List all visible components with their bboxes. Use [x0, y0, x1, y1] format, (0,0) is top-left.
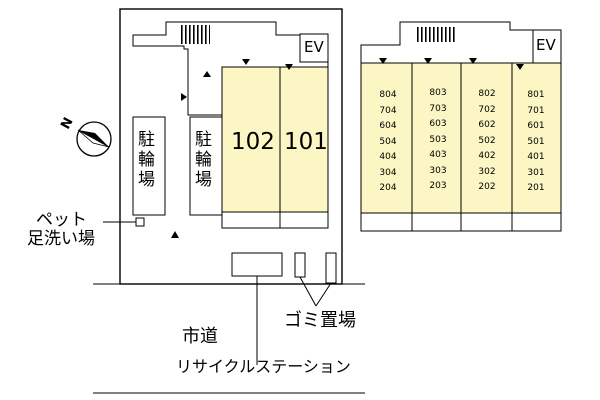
entrance-arrow — [242, 59, 250, 65]
garbage-box-1 — [294, 252, 306, 278]
arrow-up — [203, 71, 211, 77]
unit-number: 304 — [379, 167, 397, 178]
entrance-arrow — [285, 64, 293, 70]
unit-number: 703 — [429, 103, 447, 114]
unit-number: 202 — [478, 182, 496, 192]
unit-number: 602 — [478, 120, 496, 130]
bicycle-parking-right-label: 駐輪場 — [195, 130, 212, 190]
bicycle-parking-left-box — [132, 116, 166, 216]
unit-101-label: 101 — [284, 129, 328, 155]
unit-number: 302 — [478, 166, 496, 177]
stack-balcony-2 — [411, 212, 462, 232]
unit-column: 803 703 603 503 403 303 203 — [424, 88, 452, 197]
pet-foot-wash-label-line2: 足洗い場 — [27, 229, 95, 249]
bicycle-parking-right-char: 輪 — [195, 150, 212, 171]
bicycle-parking-left-char: 駐 — [138, 130, 155, 150]
unit-number: 804 — [379, 90, 397, 100]
unit-number: 801 — [527, 90, 545, 100]
stair-hatch-right — [415, 27, 455, 42]
elevator-label: EV — [304, 38, 324, 56]
stack-col-4 — [511, 62, 562, 214]
unit-number: 401 — [527, 152, 545, 162]
garbage-box-2 — [325, 252, 337, 284]
stack-balcony-4 — [511, 212, 562, 232]
stack-arrow — [424, 58, 432, 64]
unit-number: 303 — [429, 165, 447, 176]
arrow-up — [171, 231, 179, 238]
stair-hatch — [180, 25, 210, 44]
unit-number: 701 — [527, 105, 545, 116]
stack-balcony-3 — [460, 212, 513, 232]
unit-column: 801 701 601 501 401 301 201 — [522, 90, 550, 199]
stack-col-1 — [360, 62, 413, 214]
bicycle-parking-right-box — [189, 116, 223, 216]
bicycle-parking-right-char: 場 — [195, 170, 212, 191]
unit-number: 301 — [527, 167, 545, 178]
unit-101 — [279, 66, 329, 213]
unit-number: 402 — [478, 151, 496, 161]
unit-number: 704 — [379, 105, 397, 116]
stack-arrow — [469, 58, 477, 64]
stack-arrow — [379, 58, 387, 64]
bicycle-parking-left-label: 駐輪場 — [138, 130, 155, 190]
unit-number: 203 — [429, 181, 447, 191]
stack-col-2 — [411, 62, 462, 214]
unit-number: 702 — [478, 104, 496, 115]
bicycle-parking-left-char: 輪 — [138, 150, 155, 171]
elevator-box — [299, 33, 329, 63]
garbage-leader-line — [299, 276, 317, 307]
unit-column: 804 704 604 504 404 304 204 — [374, 90, 402, 199]
stack-balcony-1 — [360, 212, 413, 232]
unit-number: 403 — [429, 150, 447, 160]
stack-arrow — [516, 64, 524, 70]
unit-number: 604 — [379, 121, 397, 131]
unit-number: 502 — [478, 135, 496, 146]
unit-number: 802 — [478, 89, 496, 99]
recycle-station-box — [231, 252, 283, 277]
unit-number: 504 — [379, 136, 397, 147]
pet-foot-wash-label-line1: ペット — [36, 210, 87, 230]
unit-number: 601 — [527, 121, 545, 131]
city-road-label: 市道 — [182, 326, 218, 347]
unit-number: 204 — [379, 183, 397, 193]
unit-number: 503 — [429, 134, 447, 145]
bicycle-parking-left-char: 場 — [138, 170, 155, 191]
recycle-station-label: リサイクルステーション — [176, 357, 351, 376]
balcony-101 — [279, 211, 329, 229]
bicycle-parking-right-char: 駐 — [195, 130, 212, 150]
unit-number: 603 — [429, 119, 447, 129]
unit-number: 201 — [527, 183, 545, 193]
unit-number: 404 — [379, 152, 397, 162]
unit-102-label: 102 — [231, 129, 275, 155]
garbage-area-label: ゴミ置場 — [284, 310, 356, 331]
elevator-label-right: EV — [536, 36, 556, 54]
stack-col-3 — [460, 62, 513, 214]
garbage-leader-line — [315, 282, 332, 307]
compass-icon — [76, 121, 112, 157]
arrow-right — [181, 93, 187, 101]
unit-number: 501 — [527, 136, 545, 147]
unit-number: 803 — [429, 88, 447, 98]
pet-foot-wash-marker — [135, 217, 145, 227]
balcony-102 — [221, 211, 281, 229]
unit-column: 802 702 602 502 402 302 202 — [473, 89, 501, 198]
